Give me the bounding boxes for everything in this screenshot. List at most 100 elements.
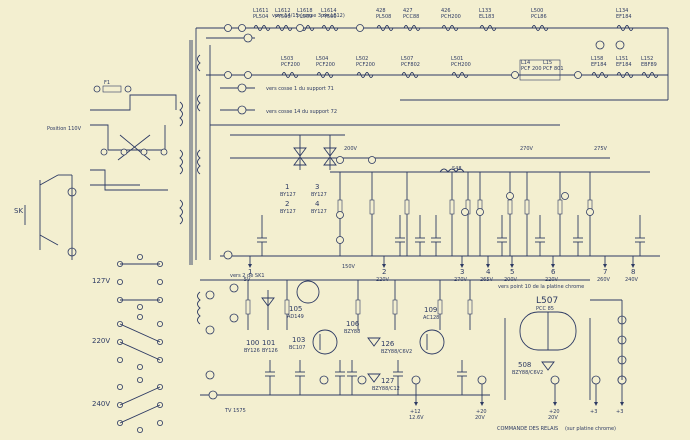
resistor-top-8 (524, 172, 530, 256)
diode-101-num: 101 (262, 339, 275, 347)
rect-2-num: 2 (285, 200, 289, 208)
resistor-bottom-2 (284, 280, 290, 330)
relay-tube-type: PCC 85 (536, 306, 554, 312)
resistor-bottom-6 (467, 280, 473, 330)
test-node (208, 390, 218, 400)
tr-103-type: BC107 (289, 345, 305, 351)
capacitor-bottom-4 (347, 360, 357, 395)
output-volts: +3 (616, 409, 623, 415)
heater2-tube-type: EF184 (591, 62, 607, 68)
heater2-tube-name: L152 (641, 56, 653, 62)
heater2-tube-type: PCF 801 (543, 66, 564, 72)
relay-diode-num: 508 (518, 361, 531, 369)
heater-tube-name: 428 (376, 8, 386, 14)
rail-node: 8 (631, 268, 635, 276)
output-4: +3 (590, 375, 601, 415)
resistor-top-7 (507, 172, 513, 256)
via-sk1: vers 2 de SK1 (230, 273, 265, 279)
capacitor-top-7 (573, 215, 583, 256)
test-node (357, 375, 367, 385)
tr-106-type: BZY88 (344, 329, 360, 335)
test-node (205, 325, 215, 335)
test-node (368, 156, 376, 164)
test-node (319, 375, 329, 385)
resistor-top-3 (404, 172, 410, 256)
tr-109-type: AC128 (423, 315, 439, 321)
tr-109-num: 109 (424, 306, 437, 314)
heater2-tube-type: EF184 (616, 62, 632, 68)
capacitor-top-6 (535, 215, 545, 256)
psu-bottom: vers 2 de SK1 100 BY126 101 BY126 103 BC… (197, 273, 627, 421)
heater2-tube-name: L15 (543, 60, 552, 66)
hv-200: 200V (344, 146, 358, 152)
voltage-switch-2 (117, 313, 163, 370)
position-label: Position 110V (47, 126, 82, 132)
test-point: vers point 10 de la platine chrome (498, 284, 584, 290)
heater2-tube-type: PCF 200 (521, 66, 542, 72)
heater-tube-type: PCC88 (403, 14, 419, 20)
fuse-label: F1 (104, 80, 110, 86)
hv-275: 275V (594, 146, 608, 152)
heater2-tube-name: L503 (281, 56, 293, 62)
midpoint-150: 150V (342, 264, 356, 270)
heater2-tube-name: L507 (401, 56, 413, 62)
chain-node (244, 71, 252, 79)
resistor-top-10 (587, 172, 593, 256)
chain-node (224, 24, 232, 32)
voltage-240: 240V (92, 400, 110, 408)
diode-100-type: BY126 (244, 348, 260, 354)
rail-volts: 240V (625, 277, 639, 283)
switch-label: SK (14, 207, 23, 215)
rail-volts: 260V (597, 277, 611, 283)
heater-tube-name: 427 (403, 8, 413, 14)
ground-node (223, 250, 233, 260)
chain-node (356, 24, 364, 32)
rect-2-type: BY127 (280, 209, 296, 215)
heater2-tube-type: PCF200 (281, 62, 300, 68)
diode-100-num: 100 (246, 339, 259, 347)
capacitor-top-5 (497, 215, 507, 256)
heater-tube-type: PY500 (275, 14, 291, 20)
resistor-top-9 (557, 172, 563, 256)
chain-node (511, 71, 519, 79)
test-node (561, 192, 569, 200)
resistor-bottom-4 (392, 280, 398, 330)
voltage-127: 127V (92, 277, 110, 285)
output-sub: 12.6V (409, 415, 424, 421)
rect-3-type: BY127 (311, 192, 327, 198)
voltage-selector: 127V 220V 240V (92, 253, 163, 433)
choke-label: S48 (452, 166, 462, 172)
heater-tube-name: L1614 (321, 8, 337, 14)
rail-node: 1 (248, 268, 252, 276)
heater2-tube-type: EBF89 (641, 62, 657, 68)
voltage-switch-1 (117, 253, 163, 310)
output-volts: +12 (410, 409, 421, 415)
test-node (336, 236, 344, 244)
heater-tube-name: L500 (531, 8, 543, 14)
test-node (336, 156, 344, 164)
capacitor-top-4 (431, 215, 441, 256)
heater-tube-name: 426 (441, 8, 451, 14)
heater-tube-type: PL504 (253, 14, 268, 20)
voltage-switch-3 (117, 376, 163, 433)
test-node (476, 208, 484, 216)
tr-105-type: AD149 (287, 314, 304, 320)
resistor-top-4 (449, 172, 455, 256)
rect-3-num: 3 (315, 183, 319, 191)
capacitor-top-2 (395, 215, 405, 256)
